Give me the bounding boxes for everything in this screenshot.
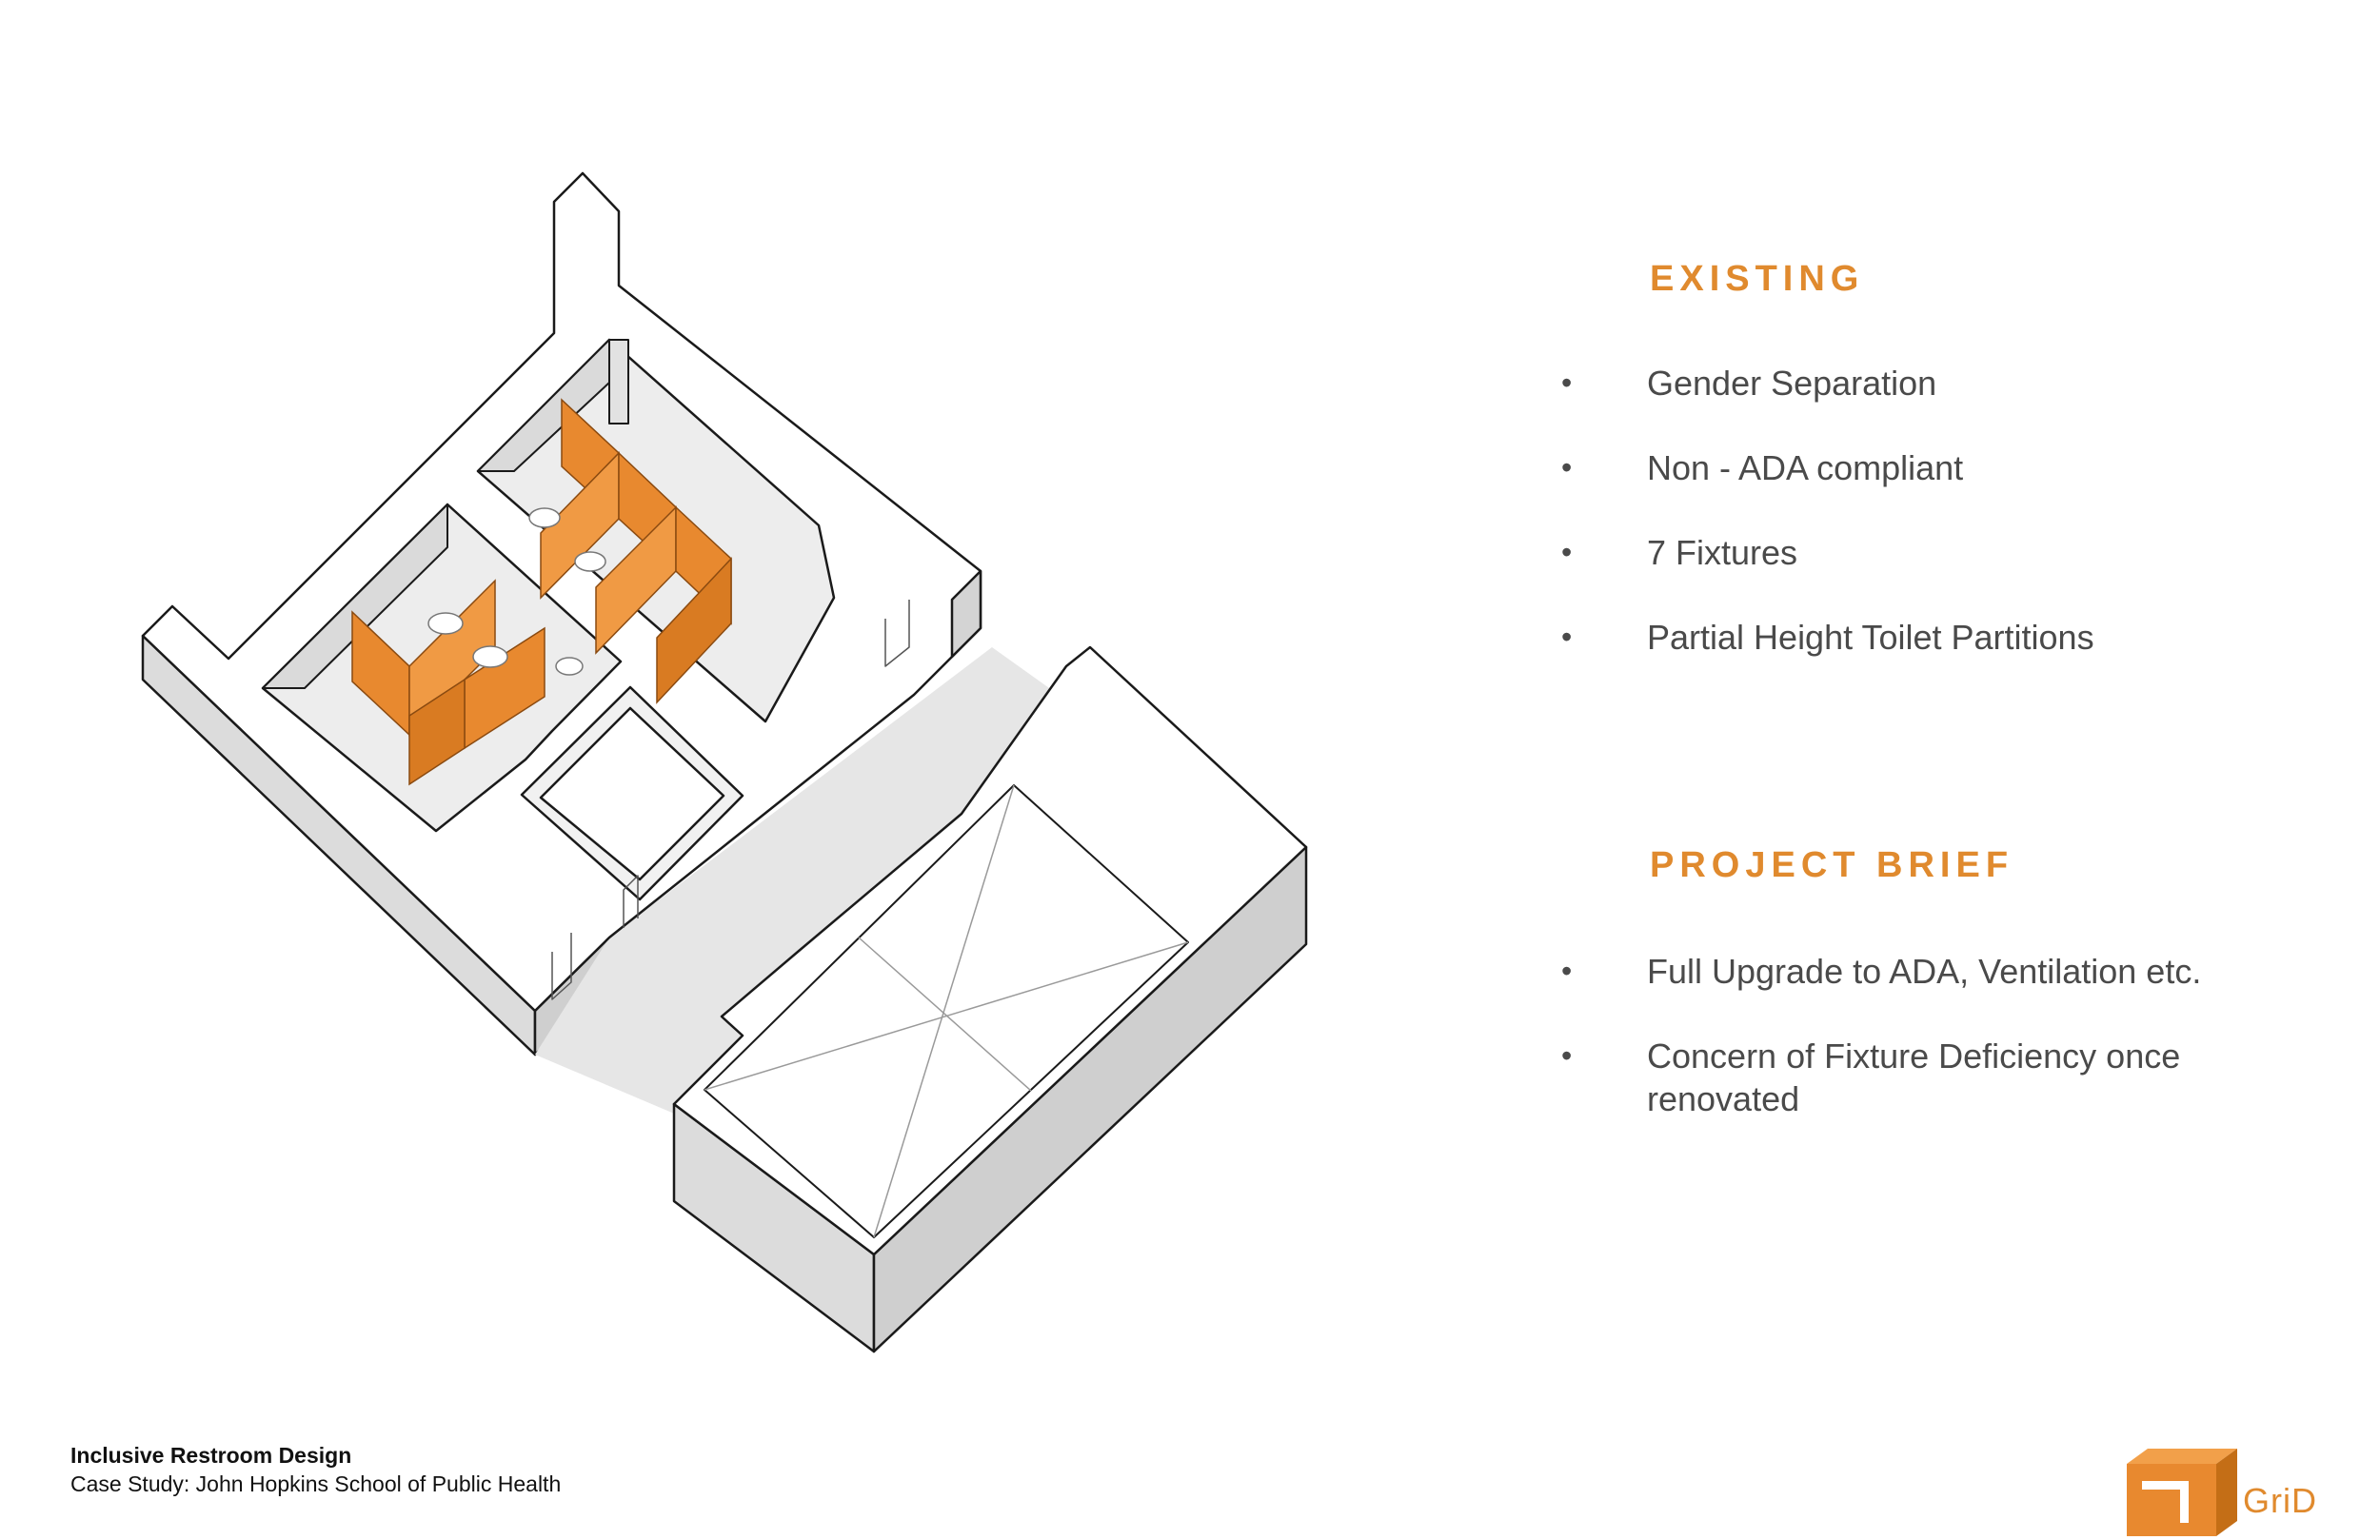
partition-left-4 xyxy=(408,678,466,786)
bullet-icon: • xyxy=(1561,365,1573,400)
project-brief-heading: PROJECT BRIEF xyxy=(1650,845,2014,885)
door-frame-2 xyxy=(551,933,572,1000)
left-room-back-wall xyxy=(262,503,448,689)
toilet-fixture-3 xyxy=(528,507,561,528)
bullet-icon: • xyxy=(1561,620,1573,654)
footer-subtitle: Case Study: John Hopkins School of Publi… xyxy=(70,1471,562,1496)
restroom-enclosure-top xyxy=(141,171,982,1013)
logo-text: GriD xyxy=(2243,1481,2317,1520)
shaft-mid-line xyxy=(858,937,1032,1092)
storage-room-inner xyxy=(539,706,725,881)
shaft-diagonal-a xyxy=(873,784,1015,1238)
footer-title: Inclusive Restroom Design xyxy=(70,1443,352,1468)
list-item: • 7 Fixtures xyxy=(1561,533,1798,572)
grid-cube-icon xyxy=(2127,1449,2237,1536)
list-item: • Concern of Fixture Deficiency once ren… xyxy=(1561,1037,2181,1118)
corridor-floor xyxy=(535,647,1059,1118)
toilet-fixture-2 xyxy=(472,645,508,668)
list-item: • Gender Separation xyxy=(1561,364,1937,403)
list-item: • Full Upgrade to ADA, Ventilation etc. xyxy=(1561,952,2202,991)
door-frame-1 xyxy=(884,600,910,667)
list-item: • Partial Height Toilet Partitions xyxy=(1561,618,2094,657)
bullet-icon: • xyxy=(1561,954,1573,988)
sink-fixture-1 xyxy=(555,657,584,676)
right-room-pilaster xyxy=(608,339,629,424)
enclosure-right-side xyxy=(950,569,982,659)
bullet-icon: • xyxy=(1561,1038,1573,1073)
existing-heading: EXISTING xyxy=(1650,259,1865,299)
existing-list: • Gender Separation • Non - ADA complian… xyxy=(1561,362,2285,659)
toilet-fixture-1 xyxy=(427,612,464,635)
bullet-icon: • xyxy=(1561,535,1573,569)
partition-right-6 xyxy=(656,557,732,704)
bullet-icon: • xyxy=(1561,450,1573,484)
toilet-fixture-4 xyxy=(574,551,606,572)
project-brief-list: • Full Upgrade to ADA, Ventilation etc. … xyxy=(1561,950,2247,1120)
door-frame-3 xyxy=(623,875,639,928)
isometric-restroom-plan xyxy=(141,171,1308,1353)
list-item: • Non - ADA compliant xyxy=(1561,448,1964,487)
